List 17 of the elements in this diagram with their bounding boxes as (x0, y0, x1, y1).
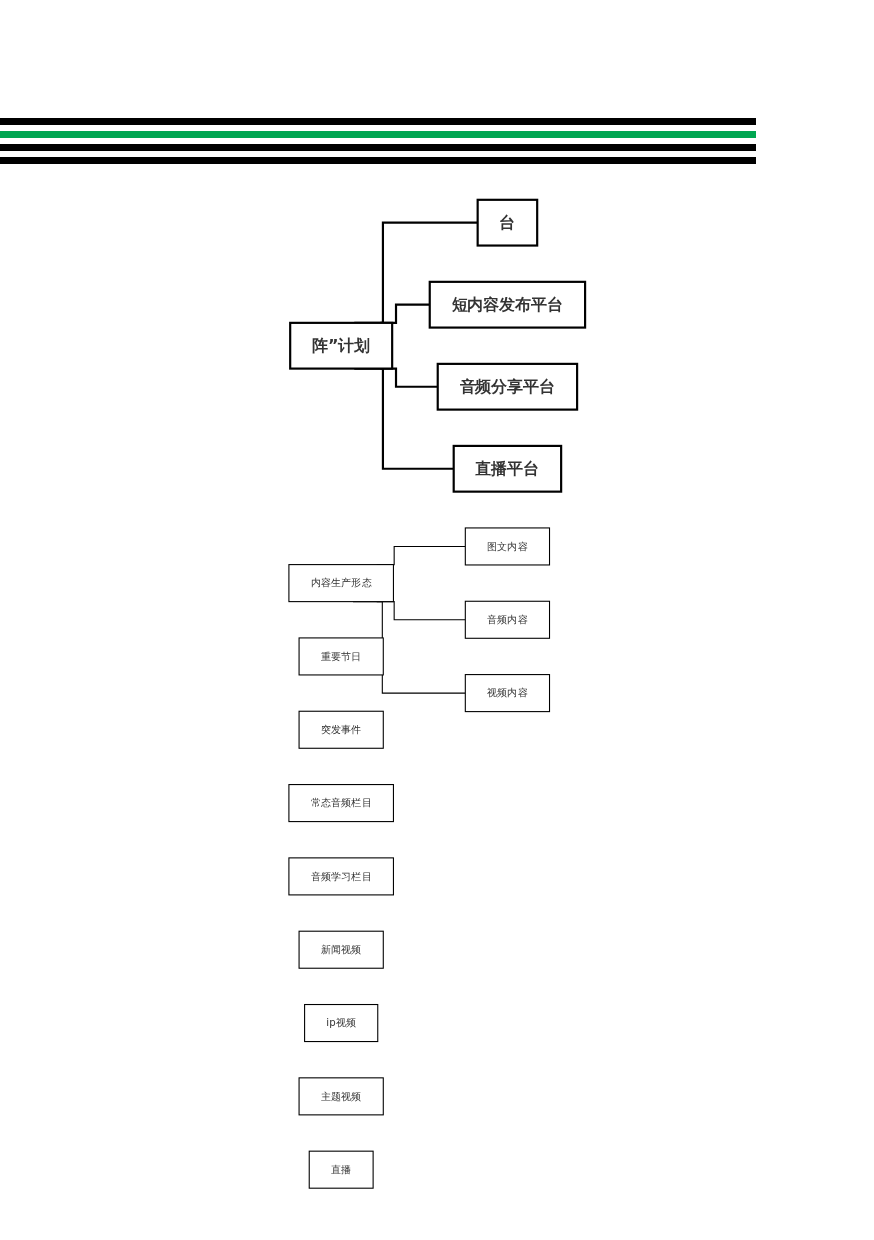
node-box: 常态音频栏目 (288, 784, 394, 823)
node-box: 台 (476, 198, 539, 247)
node-box: 阵”计划 (289, 321, 394, 370)
node-box: 突发事件 (298, 710, 384, 749)
node-box: 主题视频 (298, 1077, 384, 1116)
node-box: 短内容发布平台 (428, 280, 587, 329)
node-box: 新闻视频 (298, 930, 384, 969)
node-box: 音频分享平台 (436, 362, 579, 411)
node-box: 内容生产形态 (288, 564, 394, 603)
node-box: 图文内容 (464, 527, 551, 566)
node-box: 音频内容 (464, 600, 551, 639)
node-box: 重要节日 (298, 637, 384, 676)
node-box: 直播 (308, 1150, 374, 1189)
node-box: 音频学习栏目 (288, 857, 394, 896)
node-box: 视频内容 (464, 674, 551, 713)
node-box: 直播平台 (452, 444, 563, 493)
node-box: ip视频 (304, 1004, 379, 1043)
